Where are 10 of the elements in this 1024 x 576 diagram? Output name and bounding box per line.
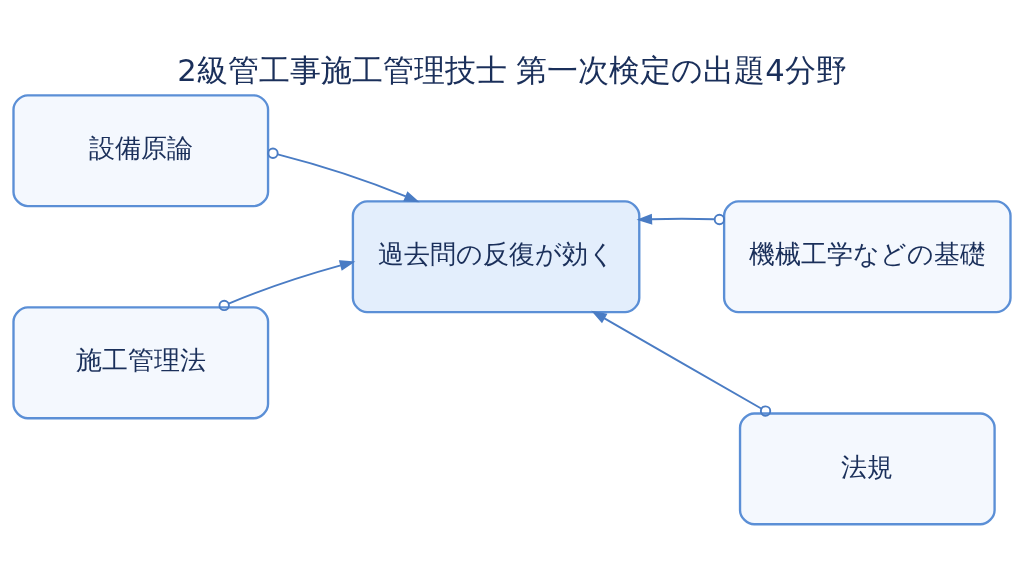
- arrow: [591, 310, 772, 417]
- node-box: 施工管理法: [12, 306, 270, 420]
- node-box: 過去問の反復が効く: [351, 200, 641, 314]
- arrow: [636, 213, 726, 226]
- node-box: 設備原論: [12, 94, 270, 208]
- node-box: 法規: [738, 412, 996, 526]
- node-box: 機械工学などの基礎: [722, 200, 1012, 314]
- arrow: [218, 260, 356, 312]
- diagram-title: 2級管工事施工管理技士 第一次検定の出題4分野: [177, 52, 847, 88]
- arrow: [267, 147, 420, 203]
